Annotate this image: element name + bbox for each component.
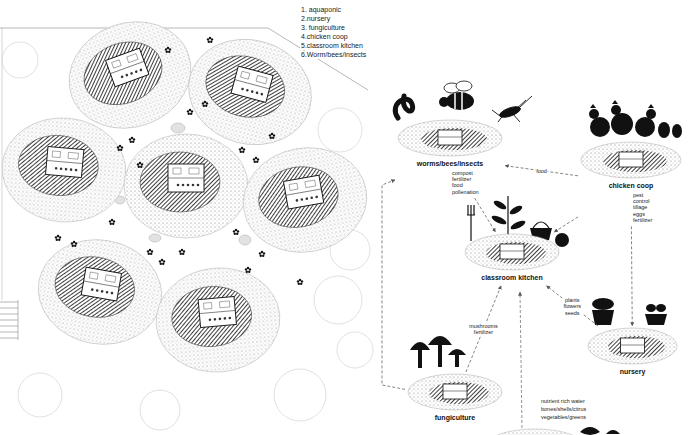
aquaponic-mound <box>487 427 620 435</box>
garden-mound <box>30 230 170 354</box>
legend-item: 5.classroom kitchen <box>300 42 364 50</box>
building <box>500 244 524 259</box>
site-node: classroom kitchen <box>462 232 562 286</box>
building <box>438 130 462 145</box>
legend-item: 1. aquaponic <box>300 6 342 14</box>
site-node: worms/bees/insectscompost fertilizer foo… <box>395 118 505 198</box>
bee-icon <box>439 81 474 110</box>
building <box>443 384 467 399</box>
building <box>621 338 645 353</box>
mound-shape <box>395 118 505 158</box>
stairs <box>0 300 18 340</box>
site-node: nursery <box>585 326 680 380</box>
flow-arrow <box>546 286 598 326</box>
legend-item: 6.Worm/bees/insects <box>300 51 367 59</box>
building-line <box>438 137 462 138</box>
site-node: chicken cooppest control tillage eggs fe… <box>578 140 684 226</box>
building-line <box>619 159 643 160</box>
mound-outline <box>465 234 559 270</box>
flow-note: nutrient rich water <box>540 398 586 404</box>
node-label: nursery <box>620 368 646 377</box>
mound-shape <box>585 326 680 366</box>
mound-shape <box>405 372 505 412</box>
garden-mound <box>235 138 375 262</box>
mound-shape <box>462 232 562 272</box>
garden-mound <box>152 263 285 377</box>
flower-symbol <box>55 37 303 285</box>
mushroom-icon <box>410 336 466 368</box>
node-label: classroom kitchen <box>481 274 542 283</box>
node-label: fungiculture <box>435 414 475 423</box>
flow-note: vegetables/greens <box>540 414 587 420</box>
chicken-icon <box>589 100 682 138</box>
flow-arrow <box>382 180 405 390</box>
legend-item: 4.chicken coop <box>300 33 349 41</box>
site-node: fungiculture <box>405 372 505 426</box>
legend-item: 3. fungiculture <box>300 24 346 32</box>
worm-icon <box>395 96 412 118</box>
flow-note: bones/shells/citrus <box>540 406 587 412</box>
node-label: chicken coop <box>609 182 654 191</box>
garden-mound <box>0 113 130 227</box>
mound-bed <box>486 242 546 264</box>
flow-arrow <box>475 198 496 232</box>
flow-arrow <box>505 166 578 176</box>
flow-arrow <box>466 286 501 372</box>
mound-outline <box>408 374 502 410</box>
stepping-stone <box>115 123 251 245</box>
flow-arrow <box>554 217 578 232</box>
building-line <box>500 251 524 252</box>
flow-label: food <box>535 168 548 174</box>
mound-outline <box>588 328 677 364</box>
flow-label: plants flowers seeds <box>563 296 582 315</box>
node-list: compost fertilizer food pollenation <box>452 170 479 195</box>
mound-bed <box>421 128 487 150</box>
cricket-icon <box>492 96 532 122</box>
mound-outline <box>581 142 681 178</box>
plant-pot-icon <box>592 298 667 325</box>
node-list: pest control tillage eggs fertilizer <box>633 192 652 224</box>
flow-arrow <box>631 226 633 326</box>
flow-line <box>520 292 522 428</box>
mound-bed <box>429 382 489 404</box>
building-line <box>621 345 645 346</box>
mound-outline <box>398 120 502 156</box>
mound-shape <box>578 140 684 180</box>
building-line <box>443 391 467 392</box>
node-label: worms/bees/insects <box>417 160 484 169</box>
garden-mound <box>124 134 248 238</box>
mound-bed <box>603 150 667 172</box>
flow-label: mushrooms fertilizer <box>468 323 499 336</box>
legend-item: 2.nursery <box>300 15 331 23</box>
mound-bed <box>608 336 665 358</box>
building <box>619 152 643 167</box>
